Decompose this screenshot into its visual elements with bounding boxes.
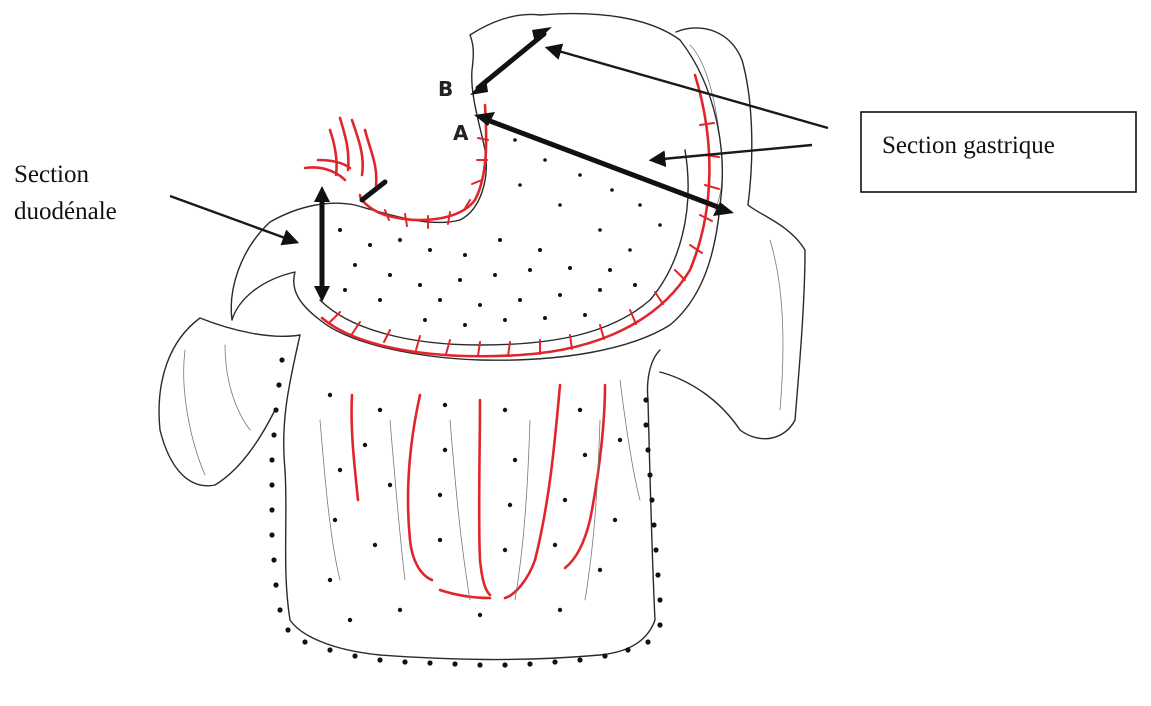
point-a-label: A: [453, 121, 469, 145]
gastric-section-label: Section gastrique: [882, 132, 1055, 159]
omentum-outline: [284, 335, 660, 660]
section-b-measure-arrow: [478, 34, 544, 88]
gastric-label-pointer-upper: [548, 48, 828, 128]
greater-curvature-ticks: [330, 123, 719, 356]
cut-vessels: [305, 118, 376, 185]
lesser-curvature-ticks: [385, 116, 488, 228]
omentum-vessels: [352, 385, 605, 598]
duodenal-section-label-line1: Section: [14, 161, 89, 188]
left-tissue-fold-inner: [184, 345, 250, 475]
point-b-label: B: [438, 77, 453, 101]
left-tissue-fold: [159, 318, 300, 486]
stomach-outline: [231, 14, 722, 361]
greater-curvature-vessel: [322, 75, 709, 356]
duodenal-label-pointer: [170, 196, 296, 242]
section-a-measure-arrow: [482, 118, 726, 210]
duodenal-section-label-line2: duodénale: [14, 198, 117, 225]
right-tissue-fold: [660, 28, 805, 439]
duodenal-stump-clamp: [362, 182, 385, 200]
gastric-label-pointer-lower: [652, 145, 812, 160]
